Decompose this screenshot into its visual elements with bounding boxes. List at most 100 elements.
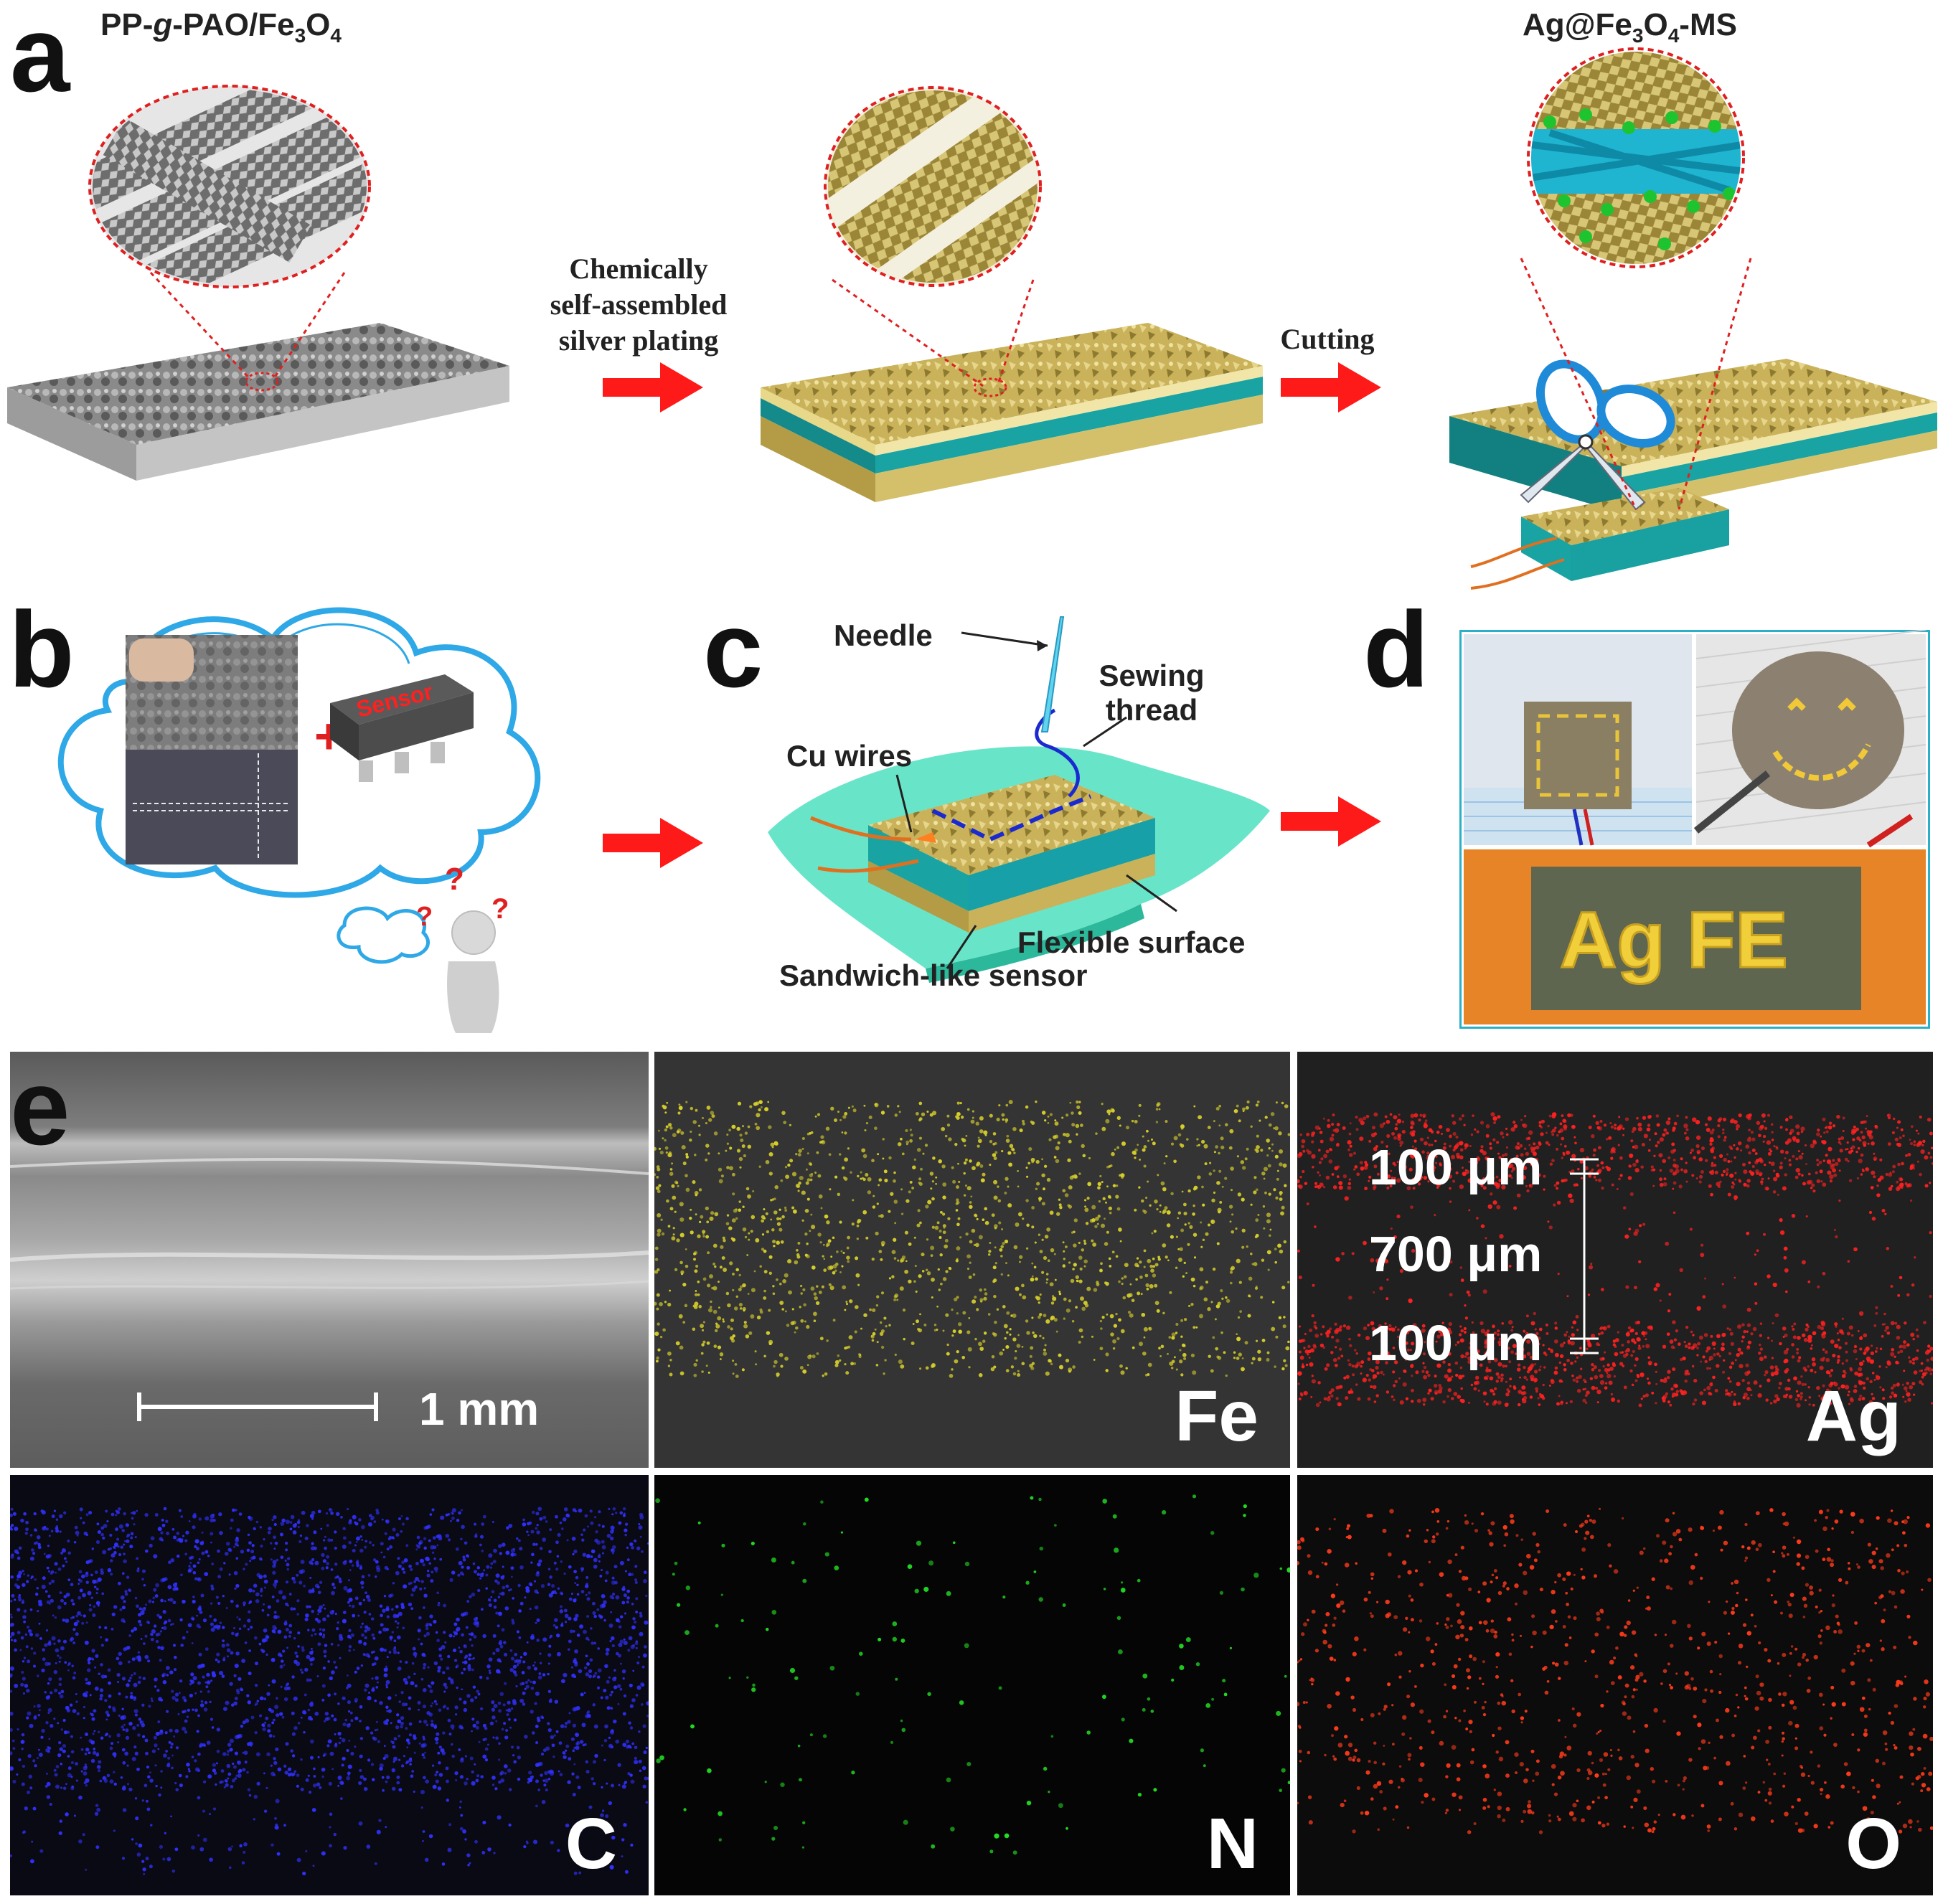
element-signal-dot bbox=[655, 1359, 659, 1363]
element-signal-dot bbox=[436, 1544, 439, 1547]
element-signal-dot bbox=[1606, 1372, 1609, 1375]
element-signal-dot bbox=[1510, 1350, 1515, 1354]
element-signal-dot bbox=[1778, 1386, 1781, 1390]
element-signal-dot bbox=[1917, 1132, 1920, 1135]
element-signal-dot bbox=[1908, 1356, 1911, 1359]
element-signal-dot bbox=[736, 1149, 741, 1153]
element-signal-dot bbox=[1142, 1148, 1146, 1152]
element-signal-dot bbox=[1756, 1159, 1760, 1163]
element-signal-dot bbox=[894, 1222, 897, 1225]
element-signal-dot bbox=[872, 1332, 876, 1336]
element-signal-dot bbox=[1017, 1169, 1019, 1172]
element-signal-dot bbox=[1812, 1189, 1816, 1193]
element-signal-dot bbox=[1022, 1122, 1025, 1126]
element-signal-dot bbox=[1143, 1326, 1148, 1332]
element-signal-dot bbox=[811, 1354, 816, 1359]
element-signal-dot bbox=[159, 1537, 163, 1541]
element-signal-dot bbox=[1218, 1105, 1221, 1108]
element-signal-dot bbox=[1900, 1128, 1904, 1131]
element-signal-dot bbox=[846, 1246, 850, 1250]
element-signal-dot bbox=[1193, 1185, 1198, 1190]
element-signal-dot bbox=[1584, 1401, 1588, 1404]
element-signal-dot bbox=[1015, 1286, 1020, 1291]
element-signal-dot bbox=[1147, 1362, 1152, 1367]
element-signal-dot bbox=[1902, 1134, 1905, 1138]
element-signal-dot bbox=[410, 1593, 414, 1597]
element-signal-dot bbox=[505, 1550, 510, 1555]
element-signal-dot bbox=[270, 1558, 273, 1561]
element-signal-dot bbox=[1912, 1167, 1915, 1170]
element-signal-dot bbox=[1068, 1299, 1072, 1303]
element-signal-dot bbox=[188, 1565, 191, 1568]
element-signal-dot bbox=[559, 1609, 564, 1613]
element-signal-dot bbox=[611, 1576, 615, 1580]
element-signal-dot bbox=[1691, 1365, 1695, 1368]
element-signal-dot bbox=[1600, 1288, 1604, 1291]
element-signal-dot bbox=[631, 1625, 636, 1630]
element-signal-dot bbox=[144, 1654, 149, 1659]
element-signal-dot bbox=[743, 1321, 747, 1324]
element-signal-dot bbox=[941, 1212, 946, 1216]
element-signal-dot bbox=[664, 1146, 669, 1150]
element-signal-dot bbox=[1919, 1116, 1922, 1119]
element-signal-dot bbox=[1152, 1141, 1156, 1146]
element-signal-dot bbox=[1282, 1324, 1286, 1329]
element-signal-dot bbox=[356, 1536, 360, 1541]
element-signal-dot bbox=[1537, 1342, 1540, 1346]
element-signal-dot bbox=[1869, 1380, 1873, 1384]
element-signal-dot bbox=[736, 1126, 740, 1131]
element-signal-dot bbox=[32, 1552, 36, 1555]
element-signal-dot bbox=[472, 1656, 475, 1660]
element-signal-dot bbox=[1124, 1263, 1129, 1268]
element-signal-dot bbox=[1924, 1184, 1929, 1188]
element-signal-dot bbox=[513, 1552, 517, 1557]
element-signal-dot bbox=[1141, 1312, 1146, 1317]
element-signal-dot bbox=[1180, 1373, 1184, 1377]
element-signal-dot bbox=[710, 1211, 715, 1215]
element-signal-dot bbox=[809, 1178, 813, 1182]
element-signal-dot bbox=[1698, 1180, 1702, 1184]
element-signal-dot bbox=[1000, 1273, 1004, 1276]
element-signal-dot bbox=[1665, 1392, 1668, 1395]
element-signal-dot bbox=[1625, 1332, 1630, 1337]
element-signal-dot bbox=[631, 1573, 634, 1576]
element-signal-dot bbox=[768, 1255, 773, 1259]
element-signal-dot bbox=[1464, 1143, 1469, 1148]
element-signal-dot bbox=[451, 1570, 456, 1575]
element-signal-dot bbox=[1655, 1402, 1657, 1405]
element-signal-dot bbox=[1334, 1363, 1338, 1367]
element-signal-dot bbox=[498, 1611, 502, 1616]
element-signal-dot bbox=[656, 1293, 660, 1297]
element-signal-dot bbox=[1816, 1179, 1821, 1184]
element-signal-dot bbox=[1802, 1333, 1806, 1337]
element-signal-dot bbox=[1591, 1367, 1595, 1372]
element-signal-dot bbox=[951, 1368, 954, 1371]
element-signal-dot bbox=[497, 1581, 500, 1585]
element-signal-dot bbox=[536, 1571, 540, 1575]
element-signal-dot bbox=[462, 1555, 466, 1559]
element-signal-dot bbox=[1306, 1132, 1310, 1136]
element-signal-dot bbox=[448, 1634, 453, 1638]
element-signal-dot bbox=[1236, 1104, 1239, 1108]
element-signal-dot bbox=[274, 1586, 277, 1589]
element-signal-dot bbox=[1759, 1347, 1764, 1351]
element-signal-dot bbox=[1593, 1176, 1596, 1179]
element-signal-dot bbox=[900, 1364, 905, 1369]
element-signal-dot bbox=[745, 1334, 750, 1339]
element-signal-dot bbox=[1649, 1115, 1652, 1118]
element-signal-dot bbox=[1730, 1342, 1735, 1347]
element-signal-dot bbox=[1411, 1400, 1414, 1403]
element-signal-dot bbox=[955, 1115, 958, 1118]
element-signal-dot bbox=[1706, 1346, 1711, 1351]
element-signal-dot bbox=[666, 1101, 669, 1104]
element-signal-dot bbox=[1624, 1234, 1629, 1239]
element-signal-dot bbox=[916, 1223, 921, 1227]
element-signal-dot bbox=[352, 1649, 355, 1651]
element-signal-dot bbox=[1411, 1375, 1413, 1377]
element-signal-dot bbox=[1708, 1184, 1712, 1188]
element-signal-dot bbox=[1080, 1123, 1083, 1127]
element-signal-dot bbox=[1782, 1186, 1787, 1191]
element-signal-dot bbox=[1655, 1382, 1658, 1385]
element-signal-dot bbox=[1282, 1163, 1287, 1168]
element-signal-dot bbox=[972, 1273, 976, 1276]
